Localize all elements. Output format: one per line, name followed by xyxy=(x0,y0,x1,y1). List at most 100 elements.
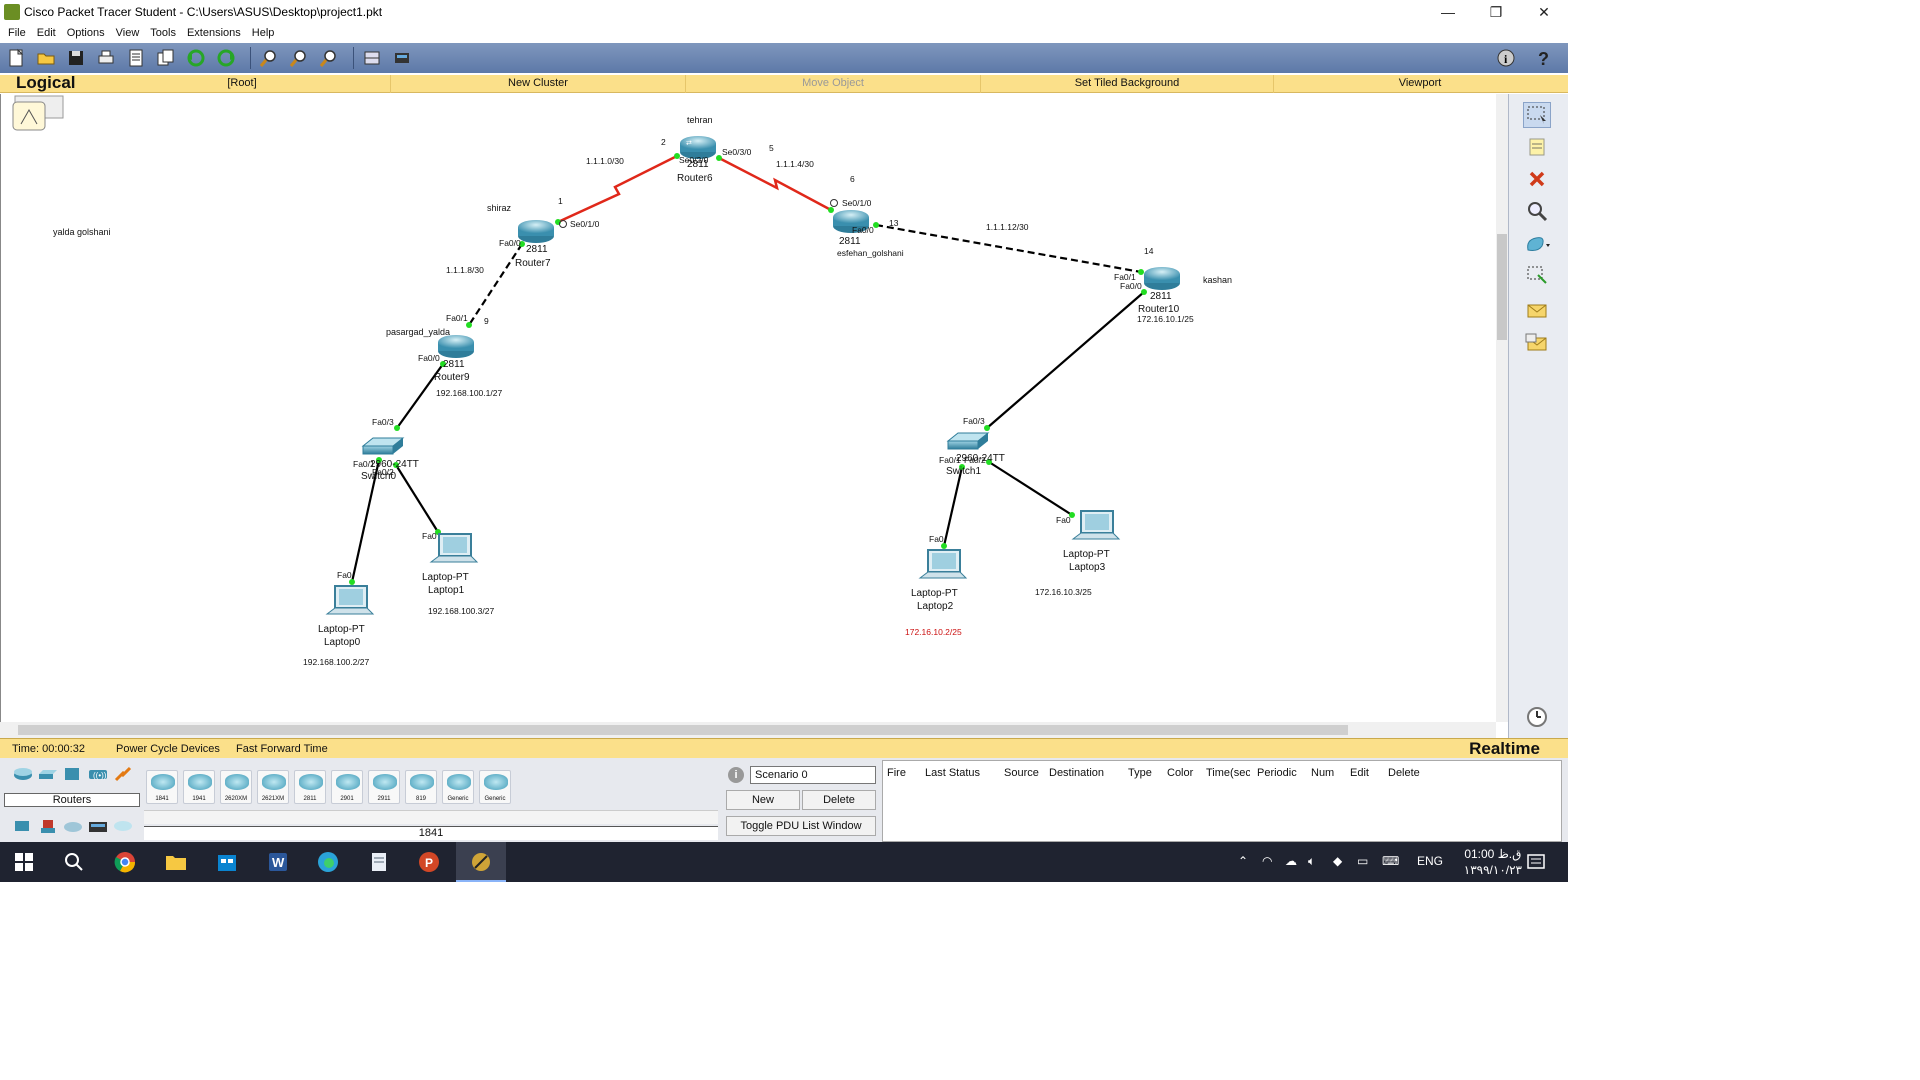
serial-link-r6-esfehan[interactable] xyxy=(718,156,832,212)
delete-icon[interactable] xyxy=(1523,166,1551,192)
esfehan-router-device[interactable] xyxy=(833,210,869,233)
vertical-scroll-thumb[interactable] xyxy=(1497,234,1507,340)
switch1-device[interactable] xyxy=(946,432,990,450)
horizontal-scrollbar[interactable] xyxy=(0,722,1496,738)
new-icon[interactable] xyxy=(4,46,28,70)
resize-shape-icon[interactable] xyxy=(1523,262,1551,288)
select-tool-icon[interactable] xyxy=(1523,102,1551,128)
fast-forward-time-button[interactable]: Fast Forward Time xyxy=(236,743,328,755)
keyboard-icon[interactable]: ⌨ xyxy=(1382,854,1400,868)
add-simple-pdu-icon[interactable] xyxy=(1523,298,1551,324)
help-icon[interactable]: ? xyxy=(1532,46,1556,70)
wifi-icon[interactable]: ◠ xyxy=(1262,854,1273,868)
security-category-icon[interactable] xyxy=(37,818,59,834)
ethernet-link-r7-r9[interactable] xyxy=(468,243,523,326)
router10-device[interactable] xyxy=(1144,267,1180,290)
viewport-button[interactable]: Viewport xyxy=(1398,77,1442,89)
wan-emulation-category-icon[interactable] xyxy=(62,818,84,834)
save-icon[interactable] xyxy=(64,46,88,70)
switch0-device[interactable] xyxy=(361,437,405,455)
switches-category-icon[interactable] xyxy=(37,766,59,782)
word-icon[interactable]: W xyxy=(266,850,290,874)
ethernet-link-switch1-laptop3[interactable] xyxy=(988,461,1073,516)
open-icon[interactable] xyxy=(34,46,58,70)
new-scenario-button[interactable]: New xyxy=(726,790,800,810)
taskbar-clock[interactable]: 01:00 ق.ظ ۱۳۹۹/۱۰/۲۳ xyxy=(1464,846,1522,878)
search-icon[interactable] xyxy=(62,850,86,874)
laptop2-device[interactable] xyxy=(918,549,968,579)
vertical-scrollbar[interactable] xyxy=(1496,94,1508,722)
router6-device[interactable]: ⇄ xyxy=(680,136,716,159)
model-1941[interactable]: 1941 xyxy=(183,770,215,804)
topology-canvas[interactable]: ⇄ xyxy=(1,94,1497,722)
copy-icon[interactable] xyxy=(154,46,178,70)
toggle-pdu-list-button[interactable]: Toggle PDU List Window xyxy=(726,816,876,836)
add-complex-pdu-icon[interactable] xyxy=(1523,330,1551,356)
custom-devices-category-icon[interactable] xyxy=(87,818,109,834)
model-generic-2[interactable]: Generic xyxy=(479,770,511,804)
undo-icon[interactable] xyxy=(184,46,208,70)
model-2811[interactable]: 2811 xyxy=(294,770,326,804)
wireless-category-icon[interactable]: ((•)) xyxy=(87,766,109,782)
model-2901[interactable]: 2901 xyxy=(331,770,363,804)
custom-device-icon[interactable] xyxy=(390,46,414,70)
ethernet-link-r9-switch0[interactable] xyxy=(396,363,444,429)
zoom-reset-icon[interactable] xyxy=(287,46,311,70)
menu-extensions[interactable]: Extensions xyxy=(186,27,241,39)
laptop3-device[interactable] xyxy=(1071,510,1121,540)
inspect-icon[interactable] xyxy=(1523,198,1551,224)
scenario-select[interactable]: Scenario 0 xyxy=(750,766,876,784)
volume-icon[interactable]: 🔈︎ xyxy=(1308,854,1316,868)
print-icon[interactable] xyxy=(94,46,118,70)
menu-options[interactable]: Options xyxy=(66,27,105,39)
move-object-button[interactable]: Move Object xyxy=(802,77,864,89)
model-2621xm[interactable]: 2621XM xyxy=(257,770,289,804)
minimize-button[interactable]: — xyxy=(1441,4,1455,20)
file-explorer-icon[interactable] xyxy=(164,850,188,874)
router7-device[interactable] xyxy=(518,220,554,243)
scenario-info-icon[interactable]: i xyxy=(728,767,744,783)
menu-edit[interactable]: Edit xyxy=(36,27,56,39)
battery-icon[interactable]: ▭ xyxy=(1357,854,1369,868)
model-1841[interactable]: 1841 xyxy=(146,770,178,804)
powerpoint-icon[interactable]: P xyxy=(417,850,441,874)
ethernet-link-switch0-laptop0[interactable] xyxy=(350,459,381,583)
onedrive-icon[interactable]: ☁ xyxy=(1285,854,1297,868)
palette-icon[interactable] xyxy=(360,46,384,70)
model-generic-1[interactable]: Generic xyxy=(442,770,474,804)
show-hidden-icons[interactable]: ⌃ xyxy=(1238,854,1249,868)
menu-tools[interactable]: Tools xyxy=(150,27,176,39)
hubs-category-icon[interactable] xyxy=(62,766,84,782)
ethernet-link-switch0-laptop1[interactable] xyxy=(395,464,439,533)
ethernet-link-switch1-laptop2[interactable] xyxy=(942,466,964,547)
zoom-in-icon[interactable] xyxy=(257,46,281,70)
root-button[interactable]: [Root] xyxy=(227,77,257,89)
menu-file[interactable]: File xyxy=(8,27,26,39)
end-devices-category-icon[interactable] xyxy=(12,818,34,834)
notepad-icon[interactable] xyxy=(367,850,391,874)
new-cluster-button[interactable]: New Cluster xyxy=(508,77,568,89)
maximize-button[interactable]: ❐ xyxy=(1489,3,1503,20)
laptop1-device[interactable] xyxy=(429,533,479,563)
store-icon[interactable] xyxy=(215,850,239,874)
power-cycle-devices-button[interactable]: Power Cycle Devices xyxy=(116,743,220,755)
close-button[interactable]: ✕ xyxy=(1538,3,1550,20)
menu-help[interactable]: Help xyxy=(251,27,275,39)
language-indicator[interactable]: ENG xyxy=(1417,854,1444,868)
ethernet-link-r10-switch1[interactable] xyxy=(986,291,1145,429)
model-2620xm[interactable]: 2620XM xyxy=(220,770,252,804)
model-list-scrollbar[interactable] xyxy=(144,810,718,824)
chrome-icon[interactable] xyxy=(113,850,137,874)
router9-device[interactable] xyxy=(438,335,474,358)
ethernet-link-esfehan-r10[interactable] xyxy=(875,223,1142,274)
connections-category-icon[interactable] xyxy=(112,766,134,782)
serial-link-r7-r6[interactable] xyxy=(557,154,678,224)
horizontal-scroll-thumb[interactable] xyxy=(18,725,1348,735)
multiuser-category-icon[interactable] xyxy=(112,818,134,834)
routers-category-icon[interactable] xyxy=(12,766,34,782)
realtime-mode-tab[interactable]: Realtime xyxy=(1469,739,1540,758)
activity-wizard-icon[interactable] xyxy=(124,46,148,70)
draw-shape-icon[interactable] xyxy=(1523,230,1551,256)
logical-workspace[interactable]: ⇄ xyxy=(0,94,1496,722)
dropbox-icon[interactable]: ◆ xyxy=(1333,854,1343,868)
